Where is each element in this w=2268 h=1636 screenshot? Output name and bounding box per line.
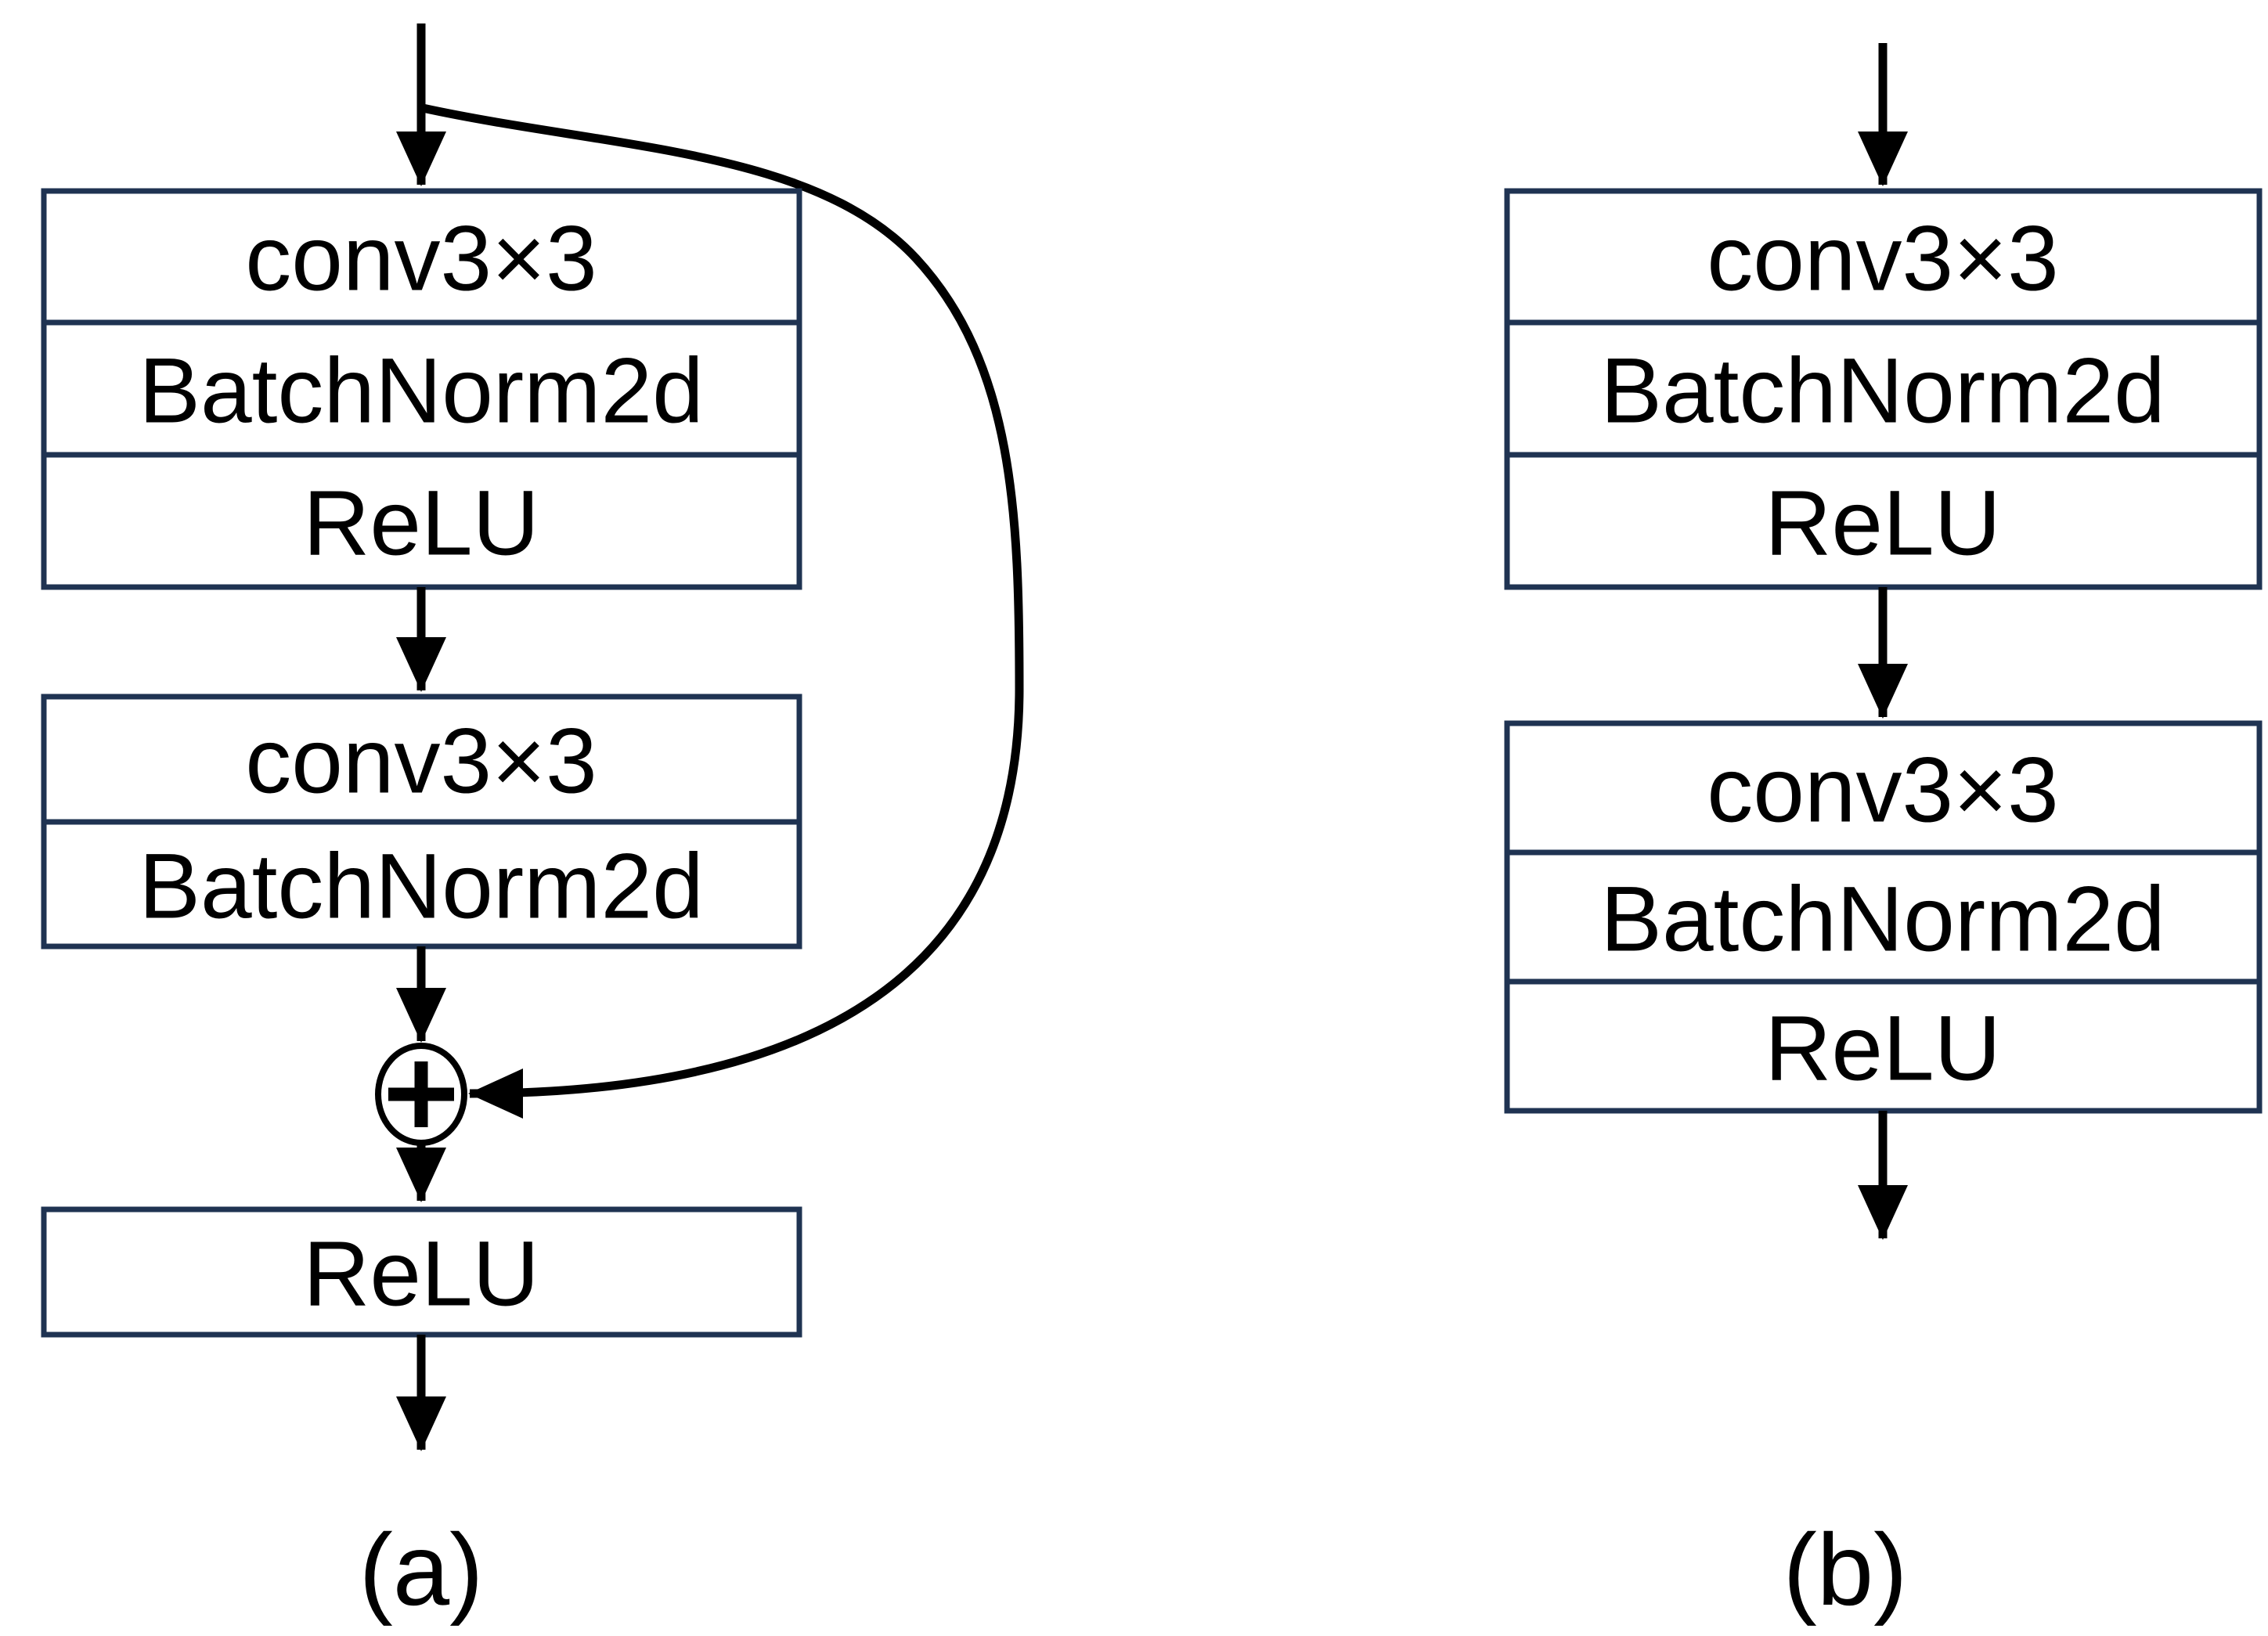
layer-label-batchnorm-b1: BatchNorm2d [1600, 339, 2165, 442]
layer-label-relu-a1: ReLU [303, 471, 539, 575]
layer-label-conv-b2: conv3×3 [1707, 738, 2058, 841]
layer-label-batchnorm-a2: BatchNorm2d [139, 834, 703, 938]
skip-connection-arrow [421, 103, 1024, 1119]
plus-circle-icon [375, 1043, 467, 1146]
block-a-output-relu [41, 1206, 802, 1338]
panel-a-caption: (a) [359, 1512, 484, 1627]
panel-b-caption: (b) [1783, 1512, 1908, 1627]
block-b-stack1 [1504, 188, 2263, 590]
layer-label-batchnorm-a1: BatchNorm2d [139, 339, 703, 442]
layer-label-relu-a-output: ReLU [303, 1222, 539, 1325]
layer-label-relu-b2: ReLU [1765, 996, 2001, 1100]
layer-label-conv-a2: conv3×3 [245, 709, 597, 813]
panel-a: conv3×3 BatchNorm2d ReLU conv3×3 BatchNo… [41, 23, 1024, 1627]
layer-label-conv-a1: conv3×3 [245, 207, 597, 310]
layer-label-relu-b1: ReLU [1765, 471, 2001, 575]
layer-label-batchnorm-b2: BatchNorm2d [1600, 867, 2165, 971]
block-a-stack1 [41, 188, 802, 590]
block-b-stack2 [1504, 720, 2263, 1114]
layer-label-conv-b1: conv3×3 [1707, 207, 2058, 310]
panel-b: conv3×3 BatchNorm2d ReLU conv3×3 BatchNo… [1504, 43, 2263, 1627]
